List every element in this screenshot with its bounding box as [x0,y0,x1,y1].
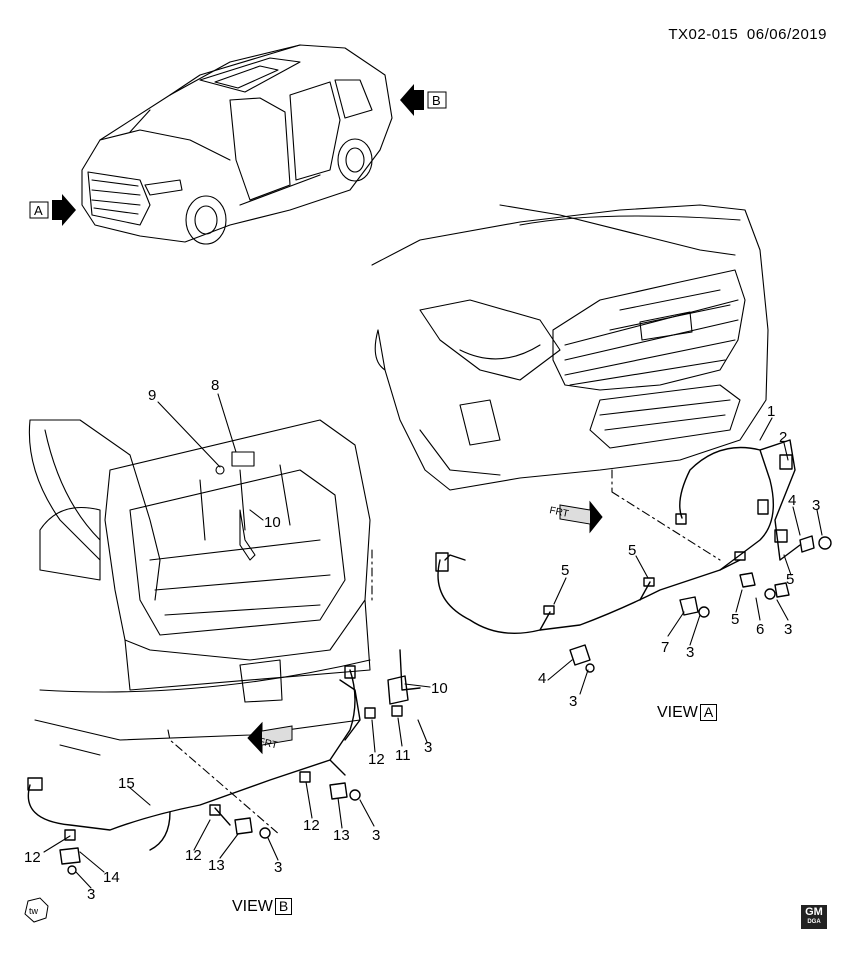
callout-8: 8 [211,377,219,394]
callout-3: 3 [372,827,380,844]
view-b-letter: B [274,898,293,915]
tw-badge-text: tw [29,906,39,916]
callout-12: 12 [24,849,41,866]
gm-logo-sub: DGA [807,919,821,925]
callout-5: 5 [731,611,739,628]
callout-4: 4 [538,670,546,687]
callout-10: 10 [431,680,448,697]
vehicle-overview [81,44,393,245]
callout-12: 12 [303,817,320,834]
front-arrow-b [247,721,293,755]
callout-3: 3 [569,693,577,710]
callout-15: 15 [118,775,135,792]
callout-13: 13 [333,827,350,844]
front-end-view [371,204,769,491]
callout-12: 12 [185,847,202,864]
callout-7: 7 [661,639,669,656]
arrow-b-letter: B [432,93,441,108]
callout-3: 3 [784,621,792,638]
callout-11: 11 [395,747,411,764]
callout-9: 9 [148,387,156,404]
callout-3: 3 [274,859,282,876]
callout-3: 3 [424,739,432,756]
callout-5: 5 [786,571,794,588]
callout-3: 3 [686,644,694,661]
harness-view-a [435,439,832,673]
frt-label-a: FRT [548,505,569,520]
callout-4: 4 [788,492,796,509]
arrow-a-letter: A [34,203,43,218]
callout-13: 13 [208,857,225,874]
callout-6: 6 [756,621,764,638]
view-b-word: VIEW [232,898,273,915]
rear-cargo-view [28,419,371,756]
callout-10: 10 [264,514,281,531]
gm-logo: GM DGA [801,905,827,929]
gm-logo-text: GM [805,906,823,918]
callout-14: 14 [103,869,120,886]
callout-labels: 1 2 4 3 5 5 5 4 3 7 3 5 6 3 8 9 10 10 12… [24,377,820,903]
view-a-word: VIEW [657,704,698,721]
callout-2: 2 [779,429,787,446]
callout-5: 5 [628,542,636,559]
callout-12: 12 [368,751,385,768]
view-a-letter: A [699,704,718,721]
diagram-header: TX02-015 06/06/2019 [664,26,827,43]
arrow-b [400,84,447,116]
callout-3: 3 [812,497,820,514]
arrow-a [29,194,76,226]
front-arrow-a [559,500,603,534]
frt-label-b: FRT [257,736,278,751]
callout-1: 1 [767,403,775,420]
doc-code: TX02-015 [668,26,739,43]
doc-date: 06/06/2019 [746,26,827,43]
callout-5: 5 [561,562,569,579]
callout-3: 3 [87,886,95,903]
harness-view-b [27,649,421,875]
tw-badge [24,897,49,923]
